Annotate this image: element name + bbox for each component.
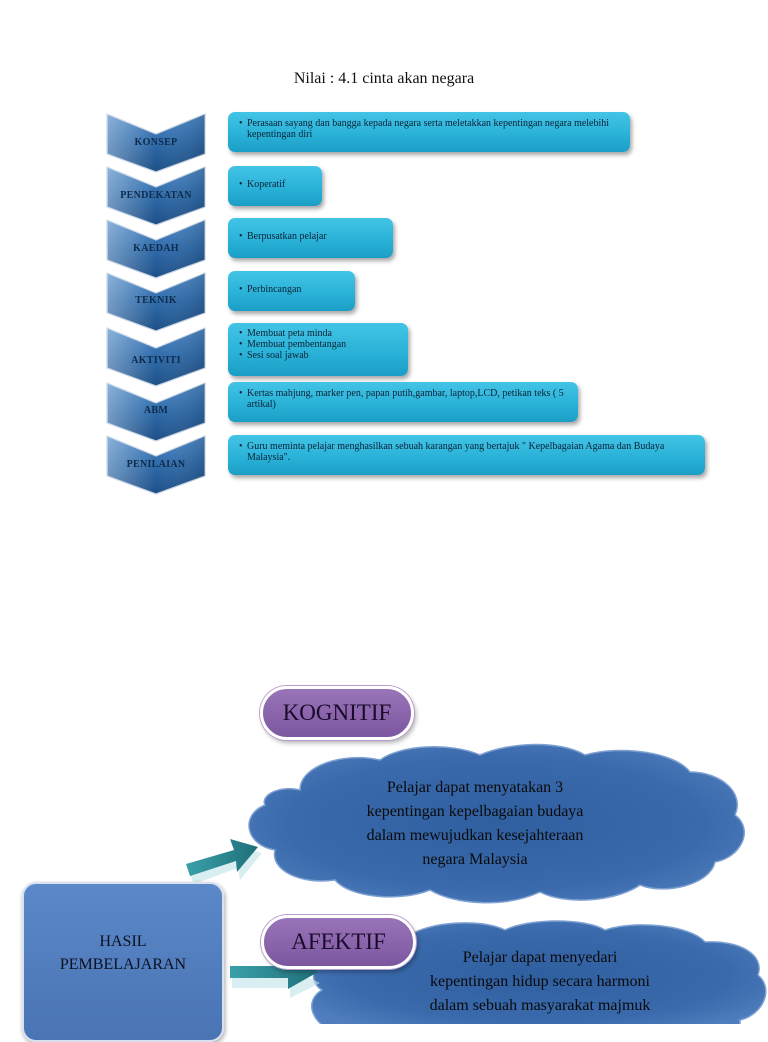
detail-item: Berpusatkan pelajar xyxy=(239,231,383,242)
chevron-aktiviti xyxy=(106,327,206,387)
chevron-label-konsep: KONSEP xyxy=(134,137,178,148)
afektif-pill: AFEKTIF xyxy=(261,915,416,969)
detail-box-pendekatan: Koperatif xyxy=(228,166,322,206)
kognitif-pill: KOGNITIF xyxy=(260,686,414,740)
detail-item: Koperatif xyxy=(239,179,312,190)
kognitif-cloud xyxy=(248,743,745,904)
kognitif-text: Pelajar dapat menyatakan 3 kepentingan k… xyxy=(300,776,650,872)
detail-item: Membuat pembentangan xyxy=(239,339,398,350)
detail-box-abm: Kertas mahjung, marker pen, papan putih,… xyxy=(228,382,578,422)
chevron-label-penilaian: PENILAIAN xyxy=(126,459,186,470)
chevron-label-abm: ABM xyxy=(143,405,169,416)
detail-box-aktiviti: Membuat peta minda Membuat pembentangan … xyxy=(228,323,408,376)
detail-item: Kertas mahjung, marker pen, papan putih,… xyxy=(239,388,568,410)
page-title: Nilai : 4.1 cinta akan negara xyxy=(293,70,475,87)
detail-item: Guru meminta pelajar menghasilkan sebuah… xyxy=(239,441,695,463)
detail-box-kaedah: Berpusatkan pelajar xyxy=(228,218,393,258)
detail-item: Sesi soal jawab xyxy=(239,350,398,361)
detail-box-konsep: Perasaan sayang dan bangga kepada negara… xyxy=(228,112,630,152)
afektif-text-line: kepentingan hidup secara harmoni xyxy=(430,973,650,990)
chevron-kaedah xyxy=(106,219,206,279)
detail-box-teknik: Perbincangan xyxy=(228,271,355,311)
afektif-text: Pelajar dapat menyedari kepentingan hidu… xyxy=(370,946,710,1018)
kognitif-text-line: kepentingan kepelbagaian budaya xyxy=(366,803,584,820)
chevron-teknik xyxy=(106,272,206,332)
kognitif-text-line: dalam mewujudkan kesejahteraan xyxy=(366,827,584,844)
chevron-label-pendekatan: PENDEKATAN xyxy=(120,190,192,201)
hasil-line: HASIL xyxy=(99,933,147,950)
chevron-label-kaedah: KAEDAH xyxy=(133,243,179,254)
detail-item: Perbincangan xyxy=(239,284,345,295)
afektif-text-line: Pelajar dapat menyedari xyxy=(462,949,618,966)
chevron-penilaian xyxy=(106,435,206,495)
kognitif-text-line: negara Malaysia xyxy=(422,851,528,868)
chevron-abm xyxy=(106,382,206,442)
detail-item: Membuat peta minda xyxy=(239,328,398,339)
kognitif-text-line: Pelajar dapat menyatakan 3 xyxy=(386,779,564,796)
hasil-pembelajaran-box: HASIL PEMBELAJARAN xyxy=(22,882,224,1042)
detail-item: Perasaan sayang dan bangga kepada negara… xyxy=(239,118,620,140)
arrow-to-kognitif xyxy=(186,839,262,884)
detail-box-penilaian: Guru meminta pelajar menghasilkan sebuah… xyxy=(228,435,705,475)
chevron-konsep xyxy=(106,113,206,173)
chevron-label-teknik: TEKNIK xyxy=(135,295,177,306)
chevron-pendekatan xyxy=(106,166,206,226)
chevron-label-aktiviti: AKTIVITI xyxy=(131,355,181,366)
afektif-text-line: dalam sebuah masyarakat majmuk xyxy=(429,997,651,1014)
afektif-cloud xyxy=(311,920,767,1024)
hasil-line: PEMBELAJARAN xyxy=(59,956,187,973)
